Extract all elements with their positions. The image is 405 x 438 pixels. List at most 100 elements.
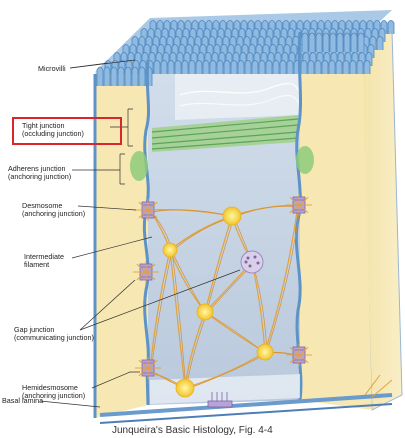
microvillus	[110, 66, 118, 86]
tonofilament	[289, 354, 300, 364]
label-gap-line2: (communicating junction)	[14, 333, 94, 343]
microvillus	[357, 32, 365, 52]
tonofilament	[147, 201, 158, 211]
microvillus	[328, 60, 336, 74]
microvillus	[387, 20, 395, 34]
microvillus	[336, 32, 344, 52]
microvillus	[308, 32, 316, 52]
microvillus	[349, 60, 357, 74]
filament-node	[175, 378, 195, 398]
microvillus	[195, 60, 203, 74]
label-desmosome-line1: Desmosome	[22, 201, 63, 210]
microvillus	[237, 60, 245, 74]
microvillus	[209, 60, 217, 74]
tonofilament	[289, 196, 300, 206]
label-basal-lamina: Basal lamina	[2, 396, 44, 405]
tonofilament	[298, 196, 309, 206]
tonofilament	[136, 263, 147, 273]
label-gap-junction: Gap junction (communicating junction)	[14, 325, 94, 343]
filament-strand	[169, 249, 186, 389]
tonofilament	[136, 271, 147, 281]
microvillus	[301, 32, 309, 52]
microvillus	[321, 60, 329, 74]
label-desmosome-line2: (anchoring junction)	[22, 209, 86, 219]
adherens-belt	[151, 115, 299, 152]
figure-caption: Junqueira's Basic Histology, Fig. 4-4	[112, 425, 273, 436]
microvillus	[300, 60, 308, 74]
microvilli-layer	[95, 10, 395, 86]
microvillus	[272, 60, 280, 74]
filament-node	[256, 343, 274, 361]
filament-node	[162, 242, 178, 258]
microvillus	[279, 60, 287, 74]
label-hemidesmosome-line1: Hemidesmosome	[22, 383, 78, 392]
microvillus	[244, 60, 252, 74]
label-basal-lamina-text: Basal lamina	[2, 396, 44, 405]
tonofilament	[138, 359, 149, 369]
label-intermediate-line2: filament	[24, 260, 50, 270]
microvillus	[202, 60, 210, 74]
tonofilament	[289, 204, 300, 214]
filament-strand	[264, 204, 299, 353]
adherens-junction-sides	[130, 146, 314, 181]
label-tight-junction: Tight junction (occluding junction)	[22, 121, 84, 139]
tonofilament	[147, 359, 158, 369]
microvillus	[181, 60, 189, 74]
microvillus	[96, 66, 104, 86]
microvillus	[167, 60, 175, 74]
tonofilament	[145, 271, 156, 281]
filament-node	[196, 303, 214, 321]
microvillus	[350, 32, 358, 52]
microvillus	[160, 60, 168, 74]
label-hemidesmosome: Hemidesmosome (anchoring junction)	[22, 383, 86, 401]
label-adherens-line1: Adherens junction	[8, 164, 66, 173]
filament-node	[222, 206, 242, 226]
microvillus	[329, 32, 337, 52]
filament-strand	[205, 216, 235, 315]
microvillus	[286, 60, 294, 74]
junction-plaques	[133, 194, 393, 408]
left-cell	[95, 56, 148, 418]
label-desmosome: Desmosome (anchoring junction)	[22, 201, 86, 219]
tonofilament	[147, 209, 158, 219]
tight-junction-highlight-box	[12, 117, 122, 145]
microvillus	[103, 66, 111, 86]
label-microvilli: Microvilli	[38, 64, 66, 73]
microvillus	[335, 60, 343, 74]
microvillus	[342, 60, 350, 74]
microvillus	[343, 32, 351, 52]
tonofilament	[138, 201, 149, 211]
label-microvilli-text: Microvilli	[38, 64, 66, 73]
microvillus	[251, 60, 259, 74]
microvillus	[363, 60, 371, 74]
microvillus	[314, 60, 322, 74]
microvillus	[307, 60, 315, 74]
tonofilament	[138, 209, 149, 219]
label-adherens-junction: Adherens junction (anchoring junction)	[8, 164, 72, 182]
filament-strand	[364, 374, 393, 398]
label-intermediate-filament: Intermediate filament	[24, 252, 64, 270]
filament-strand	[265, 205, 301, 355]
microvillus	[174, 60, 182, 74]
microvillus	[138, 66, 146, 86]
microvillus	[230, 60, 238, 74]
label-tight-junction-line1: Tight junction	[22, 121, 65, 130]
microvillus	[315, 32, 323, 52]
filament-strand	[171, 250, 187, 391]
tonofilament	[138, 367, 149, 377]
filament-strand	[150, 250, 173, 373]
tonofilament	[298, 204, 309, 214]
microvillus	[188, 60, 196, 74]
microvillus	[258, 60, 266, 74]
microvillus	[124, 66, 132, 86]
label-intermediate-line1: Intermediate	[24, 252, 64, 261]
hemidesmosome-plaque	[207, 400, 233, 408]
label-tight-junction-line2: (occluding junction)	[22, 129, 84, 139]
tonofilament	[289, 346, 300, 356]
label-hemidesmosome-line2: (anchoring junction)	[22, 391, 86, 401]
microvillus	[216, 60, 224, 74]
microvillus	[265, 60, 273, 74]
tonofilament	[147, 367, 158, 377]
label-adherens-line2: (anchoring junction)	[8, 172, 72, 182]
